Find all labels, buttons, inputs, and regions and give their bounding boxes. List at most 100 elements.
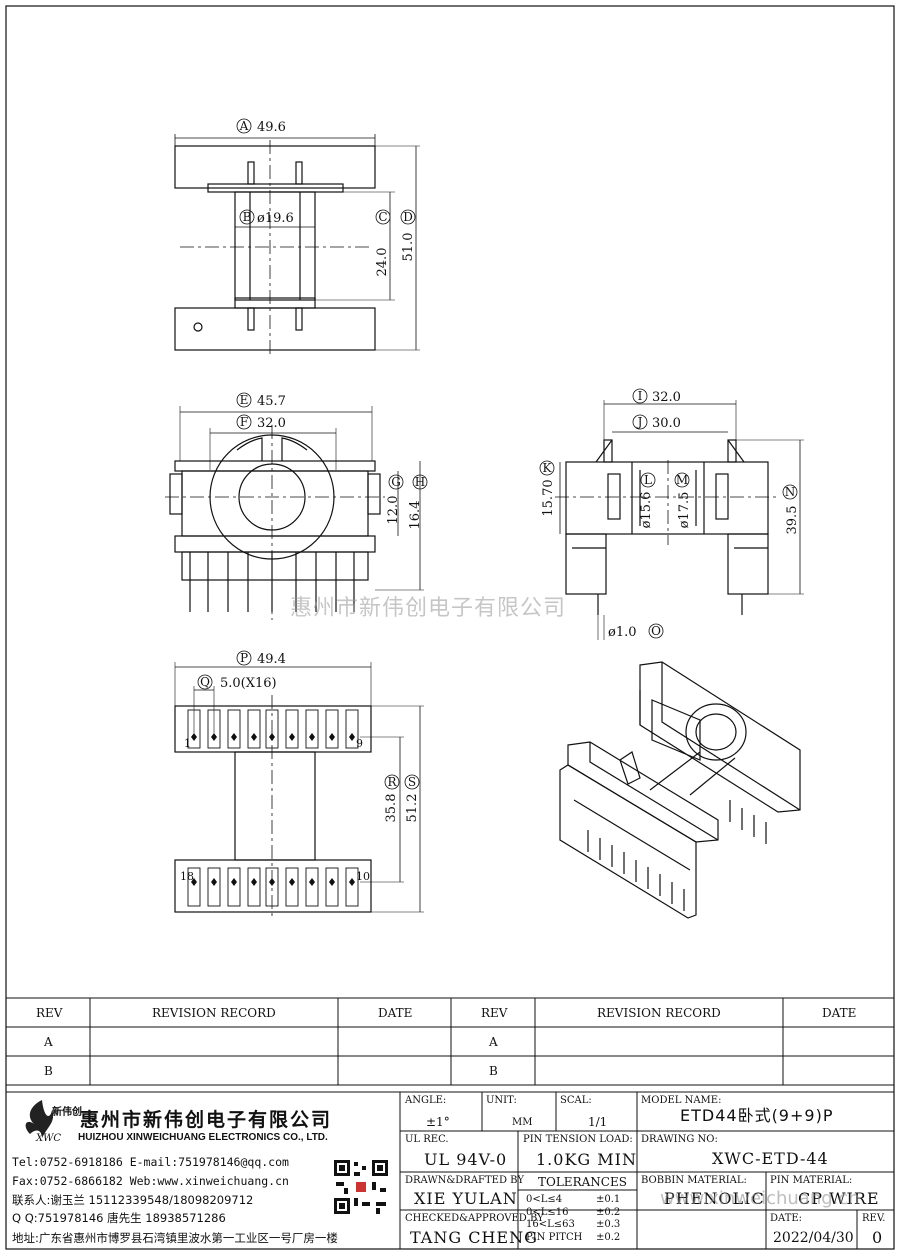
dim-a-value: 49.6	[257, 120, 286, 135]
company-contact-1: 联系人:谢玉兰 15112339548/18098209712	[12, 1193, 254, 1207]
angle-value: ±1°	[426, 1115, 450, 1129]
company-name-cn: 惠州市新伟创电子有限公司	[80, 1109, 333, 1131]
bobbin-material-value: PHENOLIC	[664, 1189, 765, 1208]
side-view-labels: I 32.0 J 30.0 K 15.70 L ø15.6 M ø17.5 N …	[539, 388, 800, 640]
dim-q-label: Q	[200, 675, 210, 689]
dim-e-label: E	[240, 393, 249, 407]
table-grid	[6, 997, 894, 1249]
pin-material-label: PIN MATERIAL:	[770, 1175, 853, 1186]
rev-label: REV.	[862, 1213, 886, 1224]
dim-s-value: 51.2	[405, 794, 420, 823]
dim-h-value: 16.4	[408, 501, 423, 530]
rev-header-1: REV	[36, 1006, 63, 1020]
front-view	[165, 406, 424, 620]
company-address: 地址:广东省惠州市博罗县石湾镇里波水第一工业区一号厂房一楼	[12, 1231, 338, 1245]
dim-o-label: O	[651, 624, 661, 638]
angle-label: ANGLE:	[405, 1095, 447, 1106]
bottom-top-pins	[187, 709, 359, 749]
rev-row-a-left: A	[44, 1035, 53, 1049]
sheet-border	[5, 5, 895, 1250]
date-label: DATE:	[770, 1213, 803, 1224]
checked-by-label: CHECKED&APPROVED BY	[405, 1213, 544, 1224]
dim-f-label: F	[240, 415, 248, 429]
tol-row-1-range: 0<L≤4	[526, 1194, 563, 1205]
dim-s-label: S	[408, 775, 416, 789]
unit-label: UNIT:	[486, 1095, 517, 1106]
dim-c-value: 24.0	[375, 248, 390, 277]
dim-j-value: 30.0	[652, 416, 681, 431]
top-view	[174, 134, 420, 358]
dim-m-label: M	[676, 473, 688, 487]
drawn-by-label: DRAWN&DRAFTED BY	[405, 1175, 524, 1186]
dim-e-value: 45.7	[257, 394, 286, 409]
dim-p-label: P	[240, 651, 248, 665]
dim-h-label: H	[415, 475, 425, 489]
isometric-view	[559, 661, 801, 919]
unit-value: MM	[512, 1117, 533, 1128]
rev-row-b-right: B	[489, 1064, 498, 1078]
bobbin-material-label: BOBBIN MATERIAL:	[641, 1175, 747, 1186]
dim-r-label: R	[387, 775, 397, 789]
top-view-labels: A 49.6 B ø19.6 C 24.0 D 51.0	[236, 118, 416, 277]
rev-row-b-left: B	[44, 1064, 53, 1078]
pin-18-label: 18	[180, 870, 194, 883]
dim-o-value: ø1.0	[608, 625, 637, 640]
model-name-value: ETD44卧式(9+9)P	[680, 1106, 834, 1125]
company-logo	[25, 1100, 54, 1138]
pin-tension-value: 1.0KG MIN	[536, 1150, 637, 1169]
company-name-en: HUIZHOU XINWEICHUANG ELECTRONICS CO., LT…	[78, 1132, 328, 1143]
dim-r-value: 35.8	[384, 794, 399, 823]
ul-rec-label: UL REC.	[405, 1134, 449, 1145]
dim-n-label: N	[785, 485, 796, 499]
scale-value: 1/1	[588, 1115, 608, 1129]
date-header-2: DATE	[822, 1006, 857, 1020]
dim-k-value: 15.70	[541, 479, 556, 516]
bottom-bottom-pins	[187, 867, 359, 907]
dim-p-value: 49.4	[257, 652, 286, 667]
iso-pins	[587, 800, 767, 911]
scale-label: SCAL:	[560, 1095, 592, 1106]
tolerances-label: TOLERANCES	[538, 1175, 627, 1189]
dim-g-label: G	[391, 475, 401, 489]
rev-row-a-right: A	[489, 1035, 498, 1049]
rev-header-2: REV	[481, 1006, 508, 1020]
web-watermark: www.xinweichuang.cn	[660, 1188, 860, 1209]
tol-row-1-value: ±0.1	[596, 1194, 621, 1205]
ul-rec-value: UL 94V-0	[424, 1150, 508, 1169]
tol-row-4-range: PIN PITCH	[526, 1232, 583, 1243]
rev-value: 0	[872, 1228, 884, 1247]
company-tel-email: Tel:0752-6918186 E-mail:751978146@qq.com	[12, 1155, 289, 1169]
pin-material-value: CP WIRE	[798, 1189, 880, 1208]
dim-f-value: 32.0	[257, 416, 286, 431]
pin-diamonds	[191, 733, 355, 886]
dim-i-label: I	[638, 389, 643, 403]
bottom-view-labels: P 49.4 Q 5.0(X16) R 35.8 S 51.2 1 9 18 1…	[180, 650, 420, 883]
front-view-labels: E 45.7 F 32.0 G 12.0 H 16.4	[236, 392, 428, 530]
dim-j-label: J	[636, 415, 643, 429]
tol-row-4-value: ±0.2	[596, 1232, 621, 1243]
revision-record-header-1: REVISION RECORD	[152, 1006, 276, 1020]
tol-row-2-value: ±0.2	[596, 1207, 621, 1218]
pin-9-label: 9	[356, 737, 363, 750]
company-fax-web: Fax:0752-6866182 Web:www.xinweichuang.cn	[12, 1174, 289, 1188]
model-name-label: MODEL NAME:	[641, 1095, 722, 1106]
dim-b-value: ø19.6	[257, 211, 294, 226]
dim-q-value: 5.0(X16)	[220, 676, 277, 691]
drawn-by-value: XIE YULAN	[414, 1189, 518, 1208]
tol-row-3-value: ±0.3	[596, 1219, 621, 1230]
qr-code	[332, 1158, 390, 1216]
pin-tension-label: PIN TENSION LOAD:	[523, 1134, 633, 1145]
date-header-1: DATE	[378, 1006, 413, 1020]
dim-g-value: 12.0	[386, 496, 401, 525]
logo-text: 新伟创	[52, 1107, 82, 1118]
logo-sub: XWC	[36, 1133, 62, 1144]
tol-row-3-range: 16<L≤63	[526, 1219, 575, 1230]
checked-by-value: TANG CHENG	[410, 1228, 538, 1247]
pin-10-label: 10	[356, 870, 370, 883]
dim-b-label: B	[243, 210, 252, 224]
dim-l-label: L	[644, 473, 652, 487]
dim-d-value: 51.0	[401, 233, 416, 262]
dim-a-label: A	[239, 119, 249, 133]
